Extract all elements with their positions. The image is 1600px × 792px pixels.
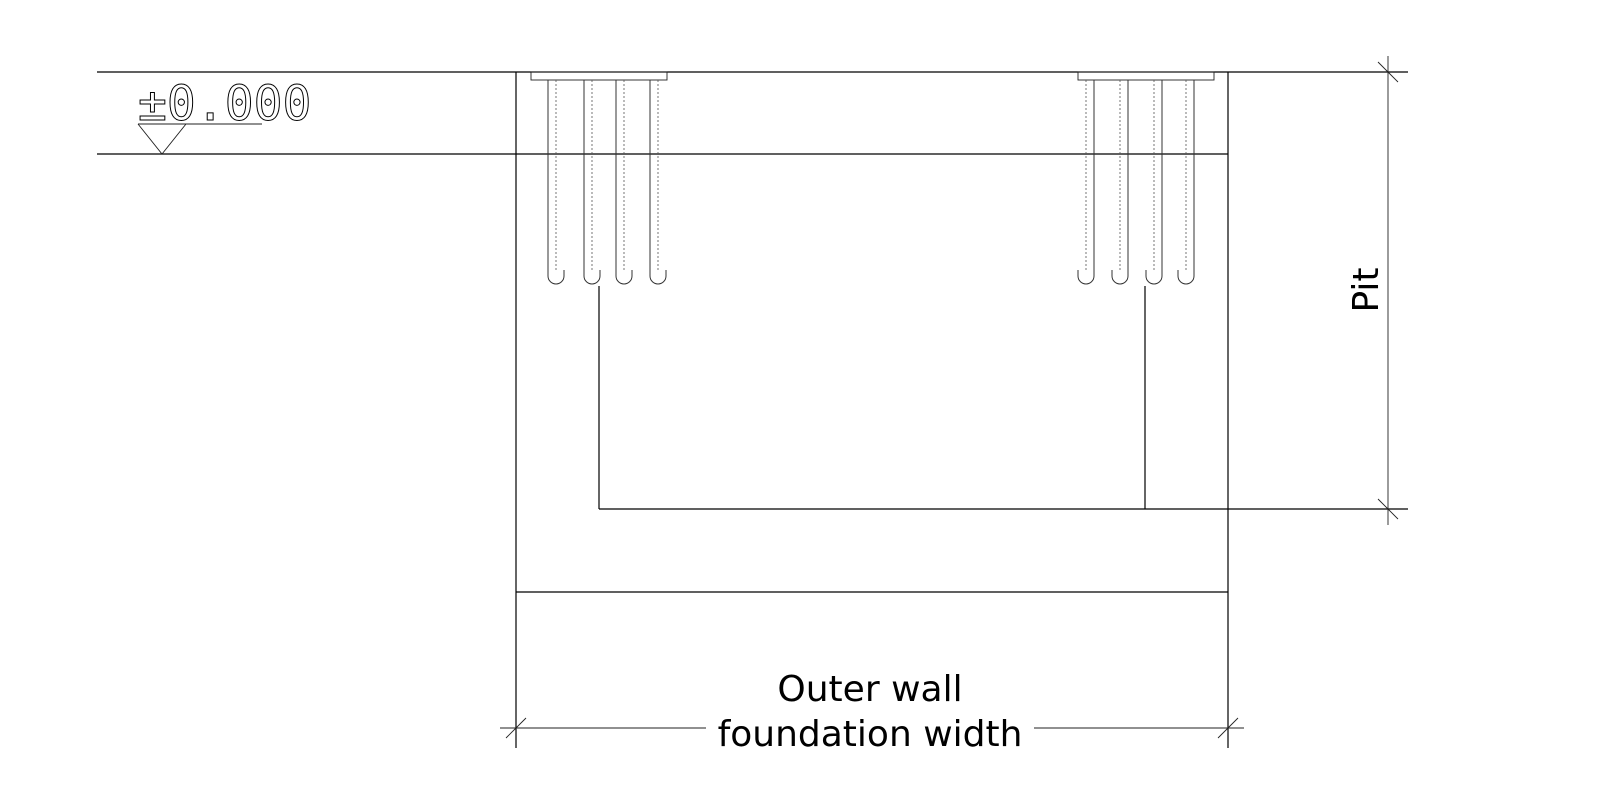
anchor-bolt: [1177, 80, 1195, 285]
anchor-bolt: [547, 80, 565, 285]
width-dimension-tick-right: [1217, 717, 1239, 739]
width-label-line2: foundation width: [718, 714, 1023, 755]
pit-outline: [598, 286, 1408, 510]
anchor-bolt: [649, 80, 667, 285]
anchor-bolt: [615, 80, 633, 285]
anchor-bolt: [1077, 80, 1095, 285]
width-label-line1: Outer wall: [777, 669, 962, 710]
pit-label: Pit: [1346, 267, 1387, 312]
foundation-outline: [515, 72, 1229, 748]
anchor-bolts-right: [1077, 80, 1195, 285]
anchor-bolt: [1145, 80, 1163, 285]
pit-dimension-tick-top: [1377, 61, 1399, 83]
width-dimension: Outer wall foundation width: [500, 669, 1244, 755]
width-dimension-tick-left: [505, 717, 527, 739]
pit-dimension: Pit: [1346, 56, 1399, 525]
elevation-text: ±0.000: [138, 76, 311, 132]
elevation-triangle: [137, 123, 187, 155]
anchor-plate-right: [1077, 71, 1215, 81]
pit-dimension-tick-bottom: [1377, 498, 1399, 520]
anchor-bolt: [583, 80, 601, 285]
elevation-marker: ±0.000: [137, 76, 312, 155]
anchor-plate-left: [530, 71, 668, 81]
anchor-bolt: [1111, 80, 1129, 285]
anchor-bolts-left: [547, 80, 667, 285]
